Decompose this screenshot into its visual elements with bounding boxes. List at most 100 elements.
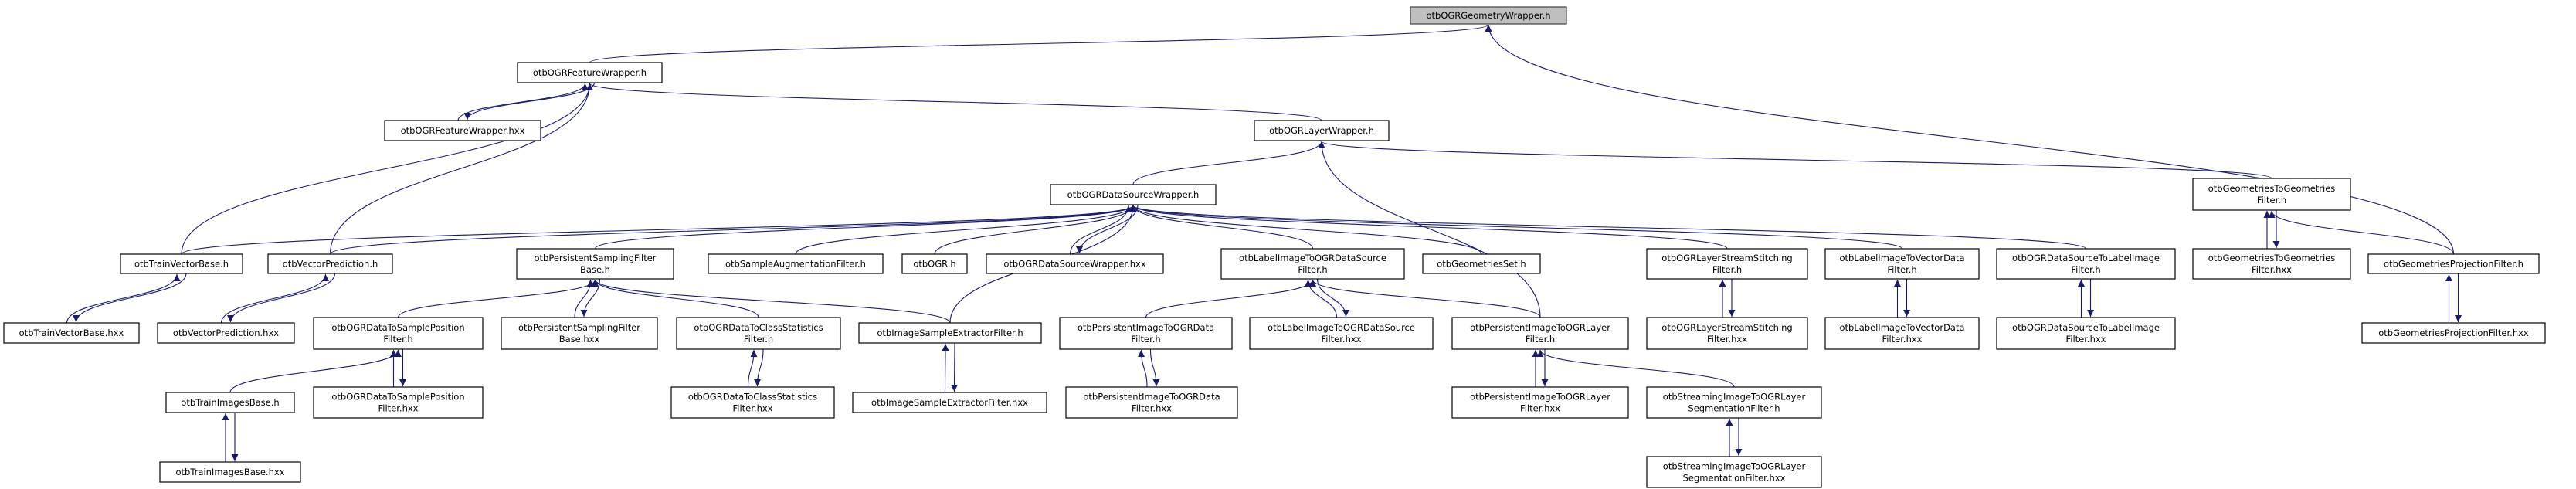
node-box	[157, 322, 295, 344]
node-tib[interactable]: otbTrainImagesBase.h	[165, 392, 295, 413]
node-box	[3, 322, 140, 344]
node-box	[1249, 317, 1434, 350]
node-box	[2361, 322, 2546, 344]
edge-piod-to-liods	[1145, 279, 1316, 318]
node-label: otbOGRDataSourceWrapper.h	[1067, 189, 1200, 200]
node-box	[267, 253, 393, 274]
node-label: otbOGRDataToSamplePosition	[331, 392, 464, 402]
node-box	[986, 253, 1164, 274]
edge-feat-to-feathxx	[463, 82, 596, 121]
node-label: otbOGRDataToClassStatistics	[694, 322, 823, 333]
node-layer[interactable]: otbOGRLayerWrapper.h	[1254, 120, 1390, 141]
node-box	[1451, 317, 1629, 350]
node-box	[2192, 178, 2351, 211]
node-label: otbTrainImagesBase.h	[181, 397, 279, 408]
node-box	[1824, 317, 1980, 350]
edge-feat-to-geom	[589, 24, 1492, 63]
edge-tvbhxx-to-tvb	[66, 273, 181, 324]
node-label: Filter.h	[2257, 195, 2286, 205]
node-ise[interactable]: otbImageSampleExtractorFilter.h	[858, 322, 1042, 344]
node-saf[interactable]: otbSampleAugmentationFilter.h	[708, 253, 884, 274]
node-label: otbGeometriesToGeometries	[2208, 183, 2336, 194]
node-feat[interactable]: otbOGRFeatureWrapper.h	[517, 62, 663, 83]
edge-dsli-to-ds	[1129, 205, 2087, 250]
node-ds[interactable]: otbOGRDataSourceWrapper.h	[1050, 184, 1217, 205]
node-sseghxx[interactable]: otbStreamingImageToOGRLayerSegmentationF…	[1646, 456, 1822, 488]
node-geom[interactable]: otbOGRGeometryWrapper.h	[1410, 6, 1567, 25]
node-label: Filter.hxx	[1882, 334, 1923, 345]
node-label: otbOGR.h	[913, 259, 955, 270]
node-box	[165, 392, 295, 413]
node-label: otbStreamingImageToOGRLayer	[1663, 392, 1806, 402]
node-label: otbTrainVectorBase.h	[134, 259, 229, 270]
node-label: otbGeometriesProjectionFilter.h	[2384, 259, 2523, 270]
node-sseg[interactable]: otbStreamingImageToOGRLayerSegmentationF…	[1646, 386, 1822, 419]
node-vp[interactable]: otbVectorPrediction.h	[267, 253, 393, 274]
node-tibhxx[interactable]: otbTrainImagesBase.hxx	[159, 461, 301, 483]
node-vphxx[interactable]: otbVectorPrediction.hxx	[157, 322, 295, 344]
edge-piol-to-liods	[1309, 279, 1541, 318]
node-label: otbVectorPrediction.hxx	[173, 328, 279, 338]
node-box	[1646, 317, 1808, 350]
edge-livd-to-ds	[1129, 205, 1903, 250]
node-label: otbStreamingImageToOGRLayer	[1663, 461, 1806, 472]
node-label: otbLabelImageToOGRDataSource	[1239, 253, 1386, 263]
node-ogr[interactable]: otbOGR.h	[901, 253, 968, 274]
node-label: Filter.hxx	[1707, 334, 1747, 345]
edge-dtsp-to-psfb	[397, 279, 599, 318]
node-box	[2367, 253, 2540, 274]
node-label: otbOGRGeometryWrapper.h	[1426, 10, 1550, 21]
node-dshxx[interactable]: otbOGRDataSourceWrapper.hxx	[986, 253, 1164, 274]
node-gset[interactable]: otbGeometriesSet.h	[1422, 253, 1541, 274]
node-box	[501, 317, 658, 350]
node-label: Filter.h	[744, 334, 773, 345]
node-label: Filter.h	[1712, 264, 1742, 275]
node-tvbhxx[interactable]: otbTrainVectorBase.hxx	[3, 322, 140, 344]
node-box	[159, 461, 301, 483]
node-gprojhxx[interactable]: otbGeometriesProjectionFilter.hxx	[2361, 322, 2546, 344]
node-box	[1646, 456, 1822, 488]
node-tvb[interactable]: otbTrainVectorBase.h	[120, 253, 243, 274]
edge-lss-to-ds	[1129, 205, 1728, 250]
node-label: otbPersistentImageToOGRData	[1083, 392, 1220, 402]
node-label: Filter.hxx	[1322, 334, 1362, 345]
node-label: SegmentationFilter.h	[1688, 403, 1780, 414]
node-label: Filter.hxx	[378, 403, 419, 414]
edge-sseg-to-piol	[1536, 349, 1735, 388]
edge-layer-to-feat	[586, 83, 1322, 121]
edge-dtcshxx-to-dtcs	[747, 349, 758, 388]
node-isehxx[interactable]: otbImageSampleExtractorFilter.hxx	[852, 392, 1047, 413]
edge-gset-to-ds	[1129, 205, 1482, 255]
edge-piodhxx-to-piod	[1138, 349, 1148, 388]
edge-vp-to-vphxx	[227, 273, 336, 323]
node-box	[676, 317, 841, 350]
node-gproj[interactable]: otbGeometriesProjectionFilter.h	[2367, 253, 2540, 274]
node-label: Filter.hxx	[2252, 264, 2292, 275]
node-box	[1422, 253, 1541, 274]
node-label: Filter.h	[1298, 264, 1327, 275]
node-box	[1050, 184, 1217, 205]
node-feathxx[interactable]: otbOGRFeatureWrapper.hxx	[384, 120, 541, 141]
node-box	[852, 392, 1047, 413]
edge-dtcs-to-dtcshxx	[754, 348, 764, 387]
